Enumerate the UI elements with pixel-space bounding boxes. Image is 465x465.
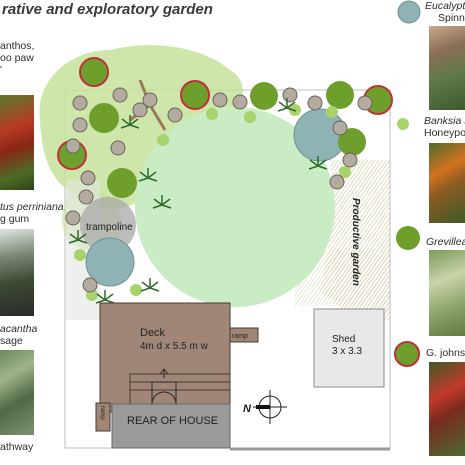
eucalyptus-photo bbox=[429, 26, 465, 110]
spiky-plants bbox=[68, 98, 328, 304]
caption-pathway: athway bbox=[0, 441, 34, 453]
light-green-shrubs bbox=[74, 104, 351, 301]
caption-g-johnsonii: G. johnsc bbox=[426, 347, 465, 359]
ramp-to-shed bbox=[229, 327, 259, 343]
productive-garden-label: Productive garden bbox=[350, 198, 361, 286]
shed bbox=[313, 308, 385, 388]
caption-banksia-line2: Honeypot bbox=[424, 127, 465, 139]
shed-label: Shed bbox=[332, 334, 355, 345]
caption-banksia-line1: Banksia sp bbox=[424, 115, 465, 127]
sage-photo bbox=[0, 350, 34, 435]
trampoline-label: trampoline bbox=[86, 222, 133, 233]
kangaroo-paw-photo bbox=[0, 95, 34, 190]
house-label: REAR OF HOUSE bbox=[127, 415, 218, 427]
grevillea-shrubs bbox=[89, 81, 366, 198]
ramp-label-side: ramp bbox=[99, 406, 105, 420]
caption-sage-line2: sage bbox=[0, 335, 23, 347]
deck bbox=[99, 302, 231, 413]
deck-label: Deck bbox=[140, 327, 166, 339]
blue-gum-tree-left bbox=[85, 237, 135, 287]
ramp-side bbox=[95, 402, 111, 432]
legend-grevillea-icon bbox=[396, 226, 420, 250]
caption-spinning-gum-line2: g gum bbox=[0, 213, 30, 225]
caption-spinning-gum-line1: tus perriniana, bbox=[0, 201, 67, 213]
legend-banksia-icon bbox=[397, 118, 409, 130]
north-arrow-icon bbox=[253, 390, 287, 424]
shed-size: 3 x 3.3 bbox=[332, 346, 362, 357]
banksia-photo bbox=[429, 143, 465, 223]
lawn-circle bbox=[135, 107, 335, 307]
page-title: rative and exploratory garden bbox=[2, 1, 213, 18]
deck-size: 4m d x 5.5 m w bbox=[140, 341, 209, 352]
north-label: N bbox=[243, 403, 252, 415]
trampoline bbox=[80, 197, 136, 253]
caption-grevillea: Grevillea, bbox=[426, 236, 465, 248]
caption-sage-line1: acantha bbox=[0, 323, 38, 335]
legend-eucalyptus-icon bbox=[397, 0, 421, 24]
spinning-gum-photo bbox=[0, 229, 34, 316]
boulders bbox=[65, 87, 373, 293]
caption-eucalyptus-line1: Eucalyptu bbox=[425, 0, 465, 12]
rear-of-house bbox=[111, 403, 231, 449]
caption-eucalyptus-line2: Spinn bbox=[438, 12, 465, 24]
ramp-label: ramp bbox=[232, 333, 248, 340]
caption-kangaroo-paw-line1: anthos, bbox=[0, 40, 35, 52]
caption-kangaroo-paw-line3: ' bbox=[0, 64, 3, 76]
caption-kangaroo-paw-line2: oo paw bbox=[0, 52, 34, 64]
grevillea-johnsonii-photo bbox=[429, 362, 465, 456]
legend-g-johnsonii-icon bbox=[394, 341, 420, 367]
grevillea-photo bbox=[429, 250, 465, 336]
